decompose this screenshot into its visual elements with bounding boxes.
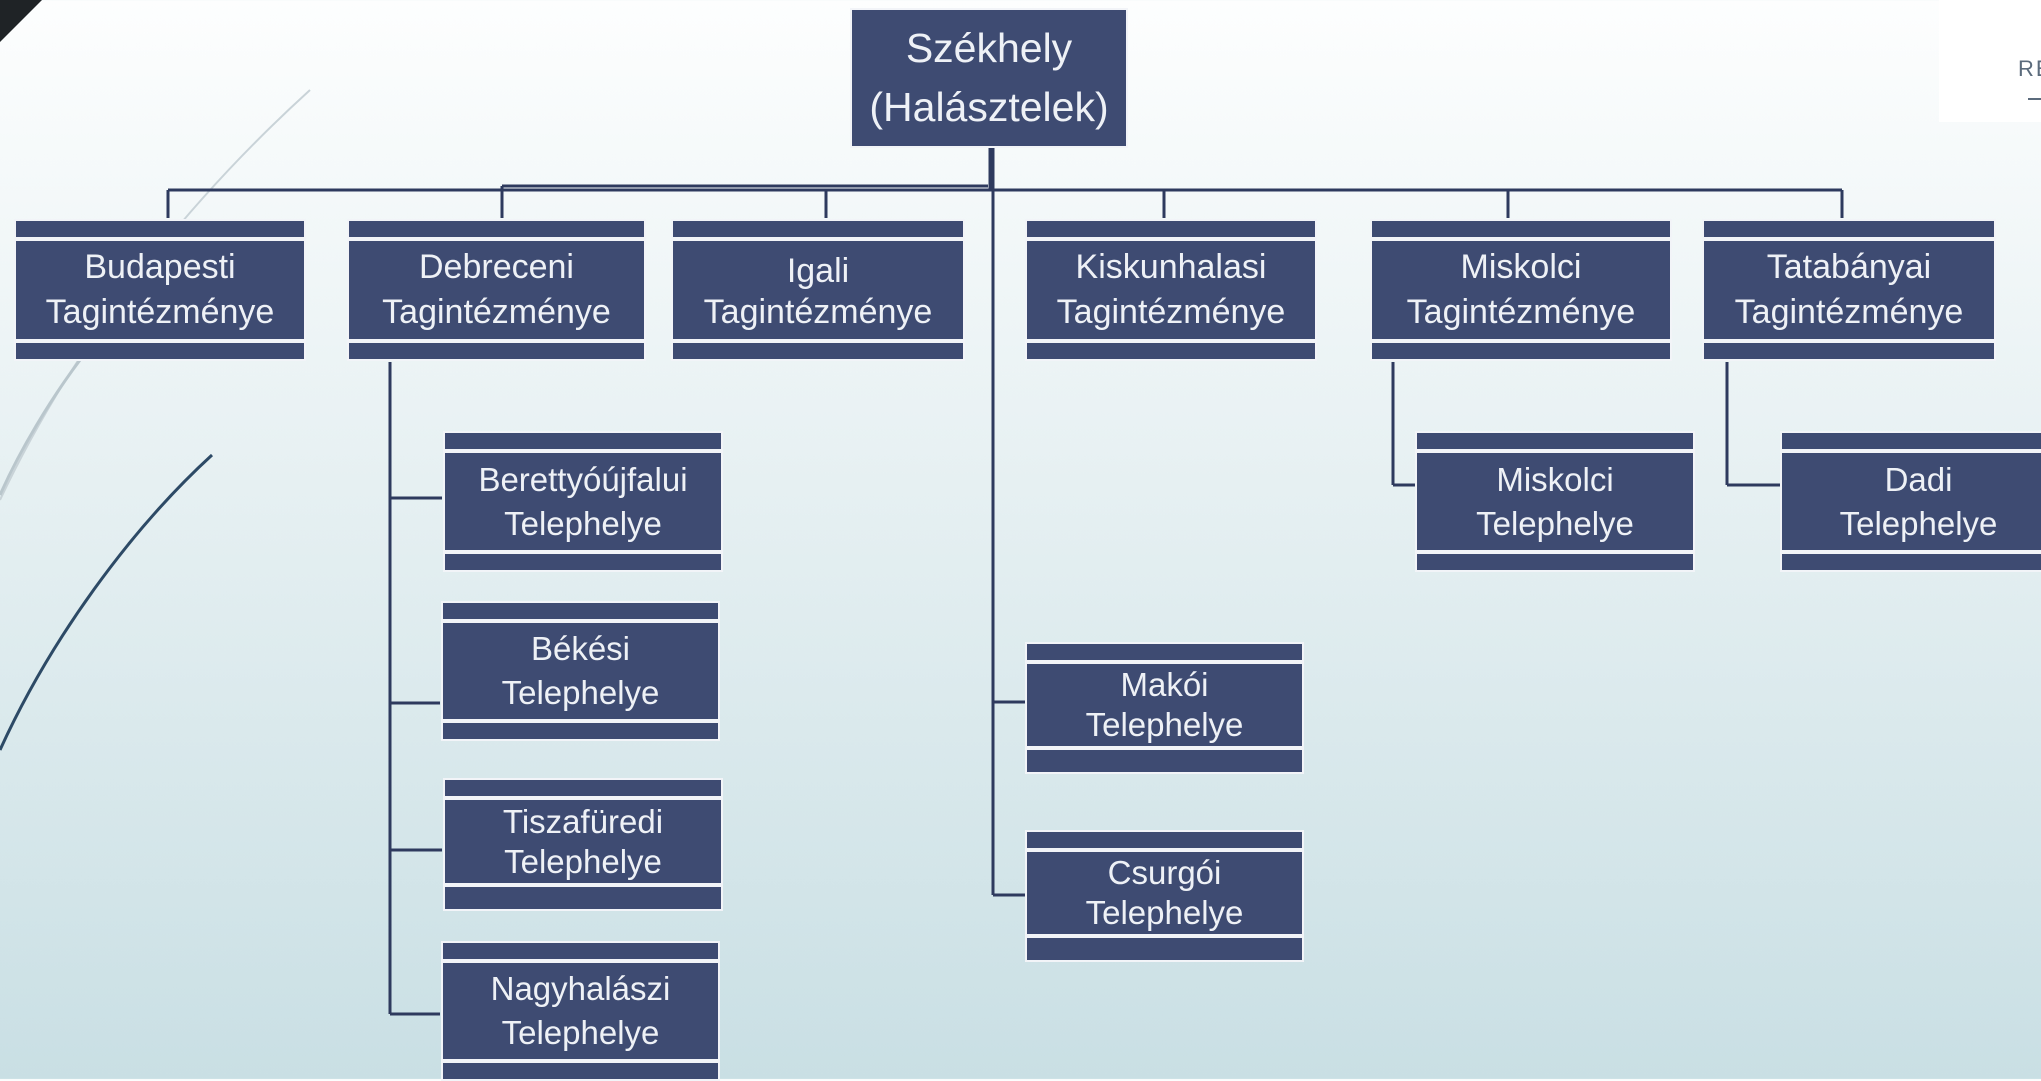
org-node-makoi: Makói Telephelye bbox=[1025, 642, 1304, 774]
org-node-label-2: Telephelye bbox=[1476, 504, 1634, 542]
band-bottom bbox=[1780, 552, 2041, 572]
org-node-label-1: Berettyóújfalui bbox=[478, 460, 688, 498]
band-bottom bbox=[1025, 936, 1304, 962]
org-node-label-1: Tatabányai bbox=[1766, 248, 1932, 287]
org-node-nagyhalaszi: Nagyhalászi Telephelye bbox=[441, 941, 720, 1081]
band-bottom bbox=[1415, 552, 1695, 572]
org-node-label-1: Budapesti bbox=[84, 248, 236, 287]
band-bottom bbox=[441, 1061, 720, 1081]
band-bottom bbox=[14, 341, 306, 361]
org-node-label-1: Tiszafüredi bbox=[502, 802, 664, 840]
org-node-root: Székhely (Halásztelek) bbox=[850, 8, 1128, 148]
org-node-igali: Igali Tagintézménye bbox=[671, 219, 965, 361]
band-bottom bbox=[671, 341, 965, 361]
org-node-berettyoujfalui: Berettyóújfalui Telephelye bbox=[443, 431, 723, 572]
org-node-label-2: Telephelye bbox=[501, 674, 660, 711]
band-bottom bbox=[1025, 748, 1304, 774]
band-bottom bbox=[443, 885, 723, 911]
band-top bbox=[1780, 431, 2041, 451]
curve-dark bbox=[0, 453, 214, 751]
org-node-dadi: Dadi Telephelye bbox=[1780, 431, 2041, 572]
band-bottom bbox=[441, 721, 720, 741]
org-node-bekesi: Békési Telephelye bbox=[441, 601, 720, 741]
org-node-label-2: Tagintézménye bbox=[382, 293, 611, 331]
band-top bbox=[1415, 431, 1695, 451]
org-node-label-2: Tagintézménye bbox=[703, 292, 933, 331]
band-bottom bbox=[1702, 341, 1996, 361]
org-node-csurgoi: Csurgói Telephelye bbox=[1025, 830, 1304, 962]
org-node-label-1: Debreceni bbox=[419, 248, 574, 287]
band-top bbox=[441, 601, 720, 621]
org-node-tatabanyai: Tatabányai Tagintézménye bbox=[1702, 219, 1996, 361]
band-top bbox=[671, 219, 965, 239]
band-top bbox=[14, 219, 306, 239]
org-node-label-2: Tagintézménye bbox=[1734, 293, 1964, 331]
org-node-label-2: Tagintézménye bbox=[1406, 293, 1636, 331]
band-top bbox=[347, 219, 646, 239]
logo-dash bbox=[2028, 98, 2041, 100]
org-node-miskolci: Miskolci Tagintézménye bbox=[1370, 219, 1672, 361]
band-bottom bbox=[1370, 341, 1672, 361]
band-top bbox=[443, 431, 723, 451]
org-node-label-2: Telephelye bbox=[1085, 894, 1244, 931]
band-top bbox=[1370, 219, 1672, 239]
org-node-label-2: Tagintézménye bbox=[45, 293, 275, 331]
org-node-miskolci-site: Miskolci Telephelye bbox=[1415, 431, 1695, 572]
org-node-label-1: Dadi bbox=[1884, 460, 1953, 498]
org-node-budapesti: Budapesti Tagintézménye bbox=[14, 219, 306, 361]
org-node-label-2: Telephelye bbox=[1839, 504, 1998, 542]
org-node-root-line2: (Halásztelek) bbox=[869, 84, 1109, 130]
org-node-label-2: Telephelye bbox=[504, 504, 662, 542]
band-top bbox=[1025, 642, 1304, 662]
org-node-label-1: Békési bbox=[530, 630, 631, 668]
org-node-label-1: Kiskunhalasi bbox=[1075, 248, 1267, 287]
band-top bbox=[443, 778, 723, 798]
band-top bbox=[441, 941, 720, 961]
band-top bbox=[1702, 219, 1996, 239]
org-node-root-line1: Székhely bbox=[905, 24, 1073, 71]
org-node-label-2: Telephelye bbox=[1085, 706, 1244, 743]
band-bottom bbox=[347, 341, 646, 361]
band-bottom bbox=[1025, 341, 1317, 361]
band-bottom bbox=[443, 552, 723, 572]
org-node-label-1: Miskolci bbox=[1460, 248, 1582, 287]
org-node-label-2: Telephelye bbox=[501, 1014, 660, 1051]
corner-triangle bbox=[0, 0, 42, 42]
org-node-label-1: Nagyhalászi bbox=[490, 970, 671, 1008]
org-node-label-1: Igali bbox=[786, 251, 850, 290]
org-node-label-2: Tagintézménye bbox=[1056, 293, 1286, 331]
band-top bbox=[1025, 219, 1317, 239]
band-top bbox=[1025, 830, 1304, 850]
org-node-label-1: Miskolci bbox=[1496, 460, 1614, 498]
curve-light-lower bbox=[0, 359, 82, 496]
logo-text: RE bbox=[2018, 56, 2041, 81]
org-node-label-2: Telephelye bbox=[504, 842, 662, 880]
org-node-debreceni: Debreceni Tagintézménye bbox=[347, 219, 646, 361]
org-node-label-1: Csurgói bbox=[1107, 854, 1222, 892]
logo-panel bbox=[1939, 0, 2041, 122]
org-node-kiskunhalasi: Kiskunhalasi Tagintézménye bbox=[1025, 219, 1317, 361]
org-node-label-1: Makói bbox=[1120, 666, 1209, 704]
org-node-tiszafuredi: Tiszafüredi Telephelye bbox=[443, 778, 723, 911]
